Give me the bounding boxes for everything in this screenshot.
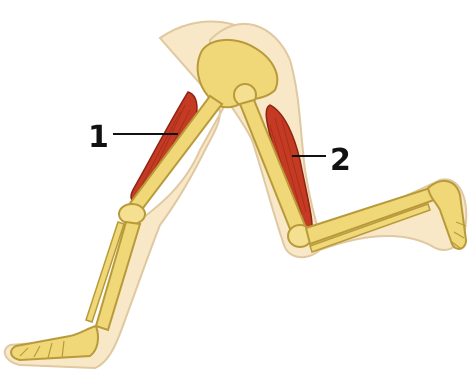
left-knee	[119, 204, 145, 224]
label-1: 1	[88, 120, 109, 155]
label-2: 2	[330, 143, 351, 178]
